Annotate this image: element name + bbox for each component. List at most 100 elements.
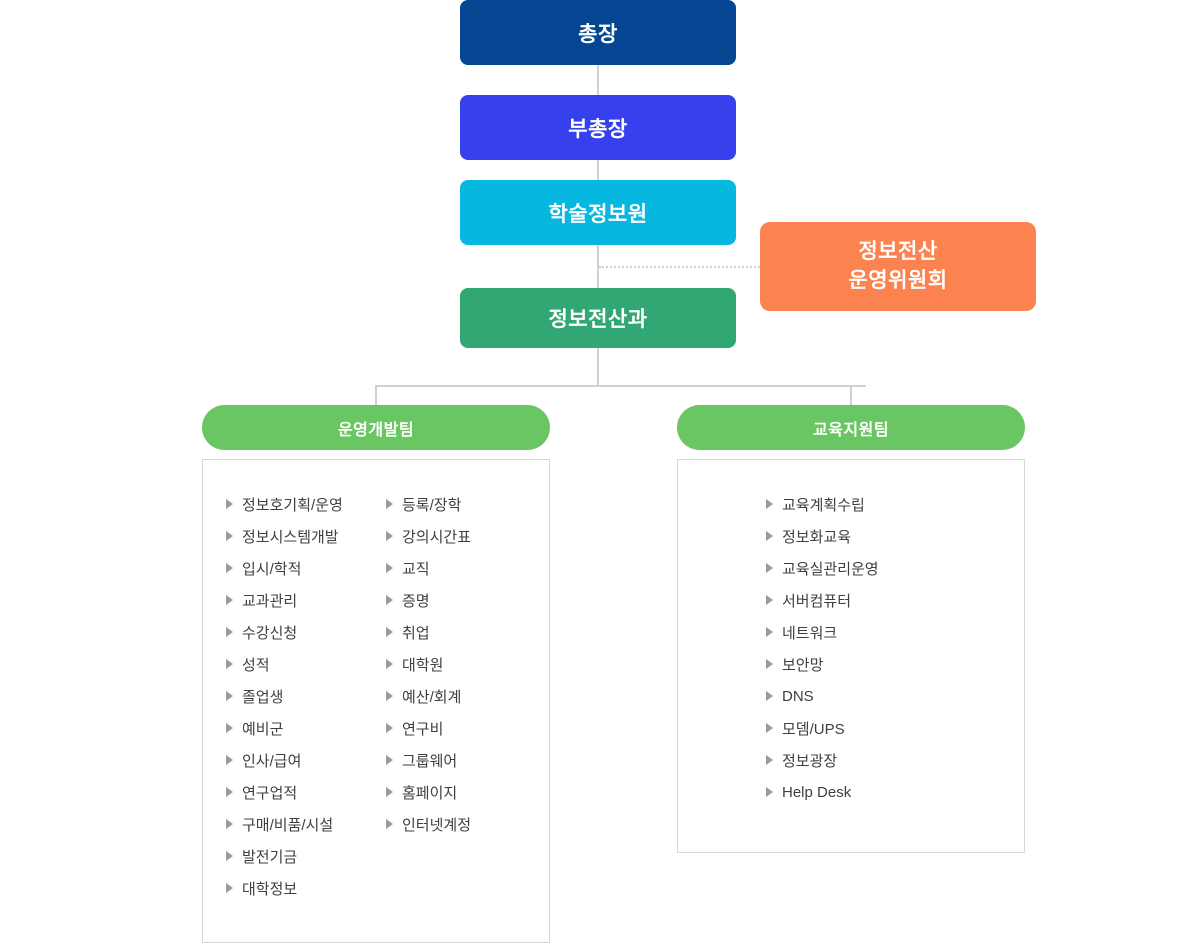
list-item[interactable]: 인사/급여 — [226, 744, 386, 776]
connector-split-bar — [376, 385, 866, 387]
list-item[interactable]: 그룹웨어 — [386, 744, 526, 776]
triangle-bullet-icon — [226, 659, 233, 669]
list-item-label: 교육계획수립 — [782, 496, 865, 514]
team-header-education[interactable]: 교육지원팀 — [677, 405, 1025, 450]
triangle-bullet-icon — [386, 563, 393, 573]
triangle-bullet-icon — [226, 531, 233, 541]
list-item-label: 정보화교육 — [782, 528, 852, 546]
list-item-label: 교과관리 — [242, 592, 298, 610]
triangle-bullet-icon — [386, 499, 393, 509]
node-president[interactable]: 총장 — [460, 0, 736, 65]
list-item[interactable]: 대학정보 — [226, 872, 386, 904]
team-header-operations-label: 운영개발팀 — [337, 421, 415, 439]
list-item[interactable]: 인터넷계정 — [386, 808, 526, 840]
node-committee-label-line1: 정보전산 — [858, 240, 938, 264]
list-item-label: 졸업생 — [242, 688, 284, 706]
list-item-label: 성적 — [242, 656, 270, 674]
list-item-label: DNS — [782, 687, 814, 705]
list-item-label: Help Desk — [782, 783, 852, 801]
triangle-bullet-icon — [226, 595, 233, 605]
connector-vice-to-institute — [597, 160, 599, 180]
list-item[interactable]: 취업 — [386, 616, 526, 648]
list-item[interactable]: 입시/학적 — [226, 552, 386, 584]
list-item[interactable]: Help Desk — [766, 776, 936, 808]
team-header-operations[interactable]: 운영개발팀 — [202, 405, 550, 450]
list-item-label: 네트워크 — [782, 624, 838, 642]
list-item[interactable]: 보안망 — [766, 648, 936, 680]
triangle-bullet-icon — [766, 563, 773, 573]
list-item[interactable]: 서버컴퓨터 — [766, 584, 936, 616]
triangle-bullet-icon — [766, 787, 773, 797]
triangle-bullet-icon — [386, 755, 393, 765]
triangle-bullet-icon — [386, 723, 393, 733]
list-item-label: 인사/급여 — [242, 752, 302, 770]
list-item[interactable]: 교직 — [386, 552, 526, 584]
list-item-label: 홈페이지 — [402, 784, 458, 802]
node-department[interactable]: 정보전산과 — [460, 288, 736, 348]
triangle-bullet-icon — [226, 787, 233, 797]
triangle-bullet-icon — [386, 595, 393, 605]
list-item[interactable]: 등록/장학 — [386, 488, 526, 520]
node-institute[interactable]: 학술정보원 — [460, 180, 736, 245]
list-item[interactable]: 졸업생 — [226, 680, 386, 712]
triangle-bullet-icon — [766, 691, 773, 701]
connector-institute-to-department — [597, 245, 599, 288]
list-item[interactable]: 교육실관리운영 — [766, 552, 936, 584]
list-item[interactable]: 정보호기획/운영 — [226, 488, 386, 520]
list-item[interactable]: 연구비 — [386, 712, 526, 744]
list-item-label: 교직 — [402, 560, 430, 578]
node-department-label: 정보전산과 — [548, 308, 648, 331]
list-item[interactable]: 구매/비품/시설 — [226, 808, 386, 840]
list-item[interactable]: 연구업적 — [226, 776, 386, 808]
list-item-label: 보안망 — [782, 656, 824, 674]
list-item[interactable]: 예비군 — [226, 712, 386, 744]
node-institute-label: 학술정보원 — [548, 202, 648, 226]
list-item[interactable]: 수강신청 — [226, 616, 386, 648]
node-committee[interactable]: 정보전산 운영위원회 — [760, 222, 1036, 311]
list-item[interactable]: 성적 — [226, 648, 386, 680]
list-item-label: 연구업적 — [242, 784, 298, 802]
list-item[interactable]: 정보광장 — [766, 744, 936, 776]
node-vice-president[interactable]: 부총장 — [460, 95, 736, 160]
list-item-label: 대학원 — [402, 656, 444, 674]
list-item-label: 정보호기획/운영 — [242, 496, 343, 514]
list-item-label: 그룹웨어 — [402, 752, 458, 770]
list-item[interactable]: 교과관리 — [226, 584, 386, 616]
triangle-bullet-icon — [226, 499, 233, 509]
triangle-bullet-icon — [386, 627, 393, 637]
triangle-bullet-icon — [386, 819, 393, 829]
node-vice-president-label: 부총장 — [568, 117, 628, 141]
list-item[interactable]: 증명 — [386, 584, 526, 616]
list-item[interactable]: 교육계획수립 — [766, 488, 936, 520]
list-item[interactable]: 모뎀/UPS — [766, 712, 936, 744]
list-item-label: 대학정보 — [242, 880, 298, 898]
triangle-bullet-icon — [766, 627, 773, 637]
list-item[interactable]: 홈페이지 — [386, 776, 526, 808]
triangle-bullet-icon — [226, 723, 233, 733]
list-item-label: 구매/비품/시설 — [242, 816, 334, 834]
list-item-label: 정보시스템개발 — [242, 528, 339, 546]
triangle-bullet-icon — [766, 755, 773, 765]
list-item[interactable]: 정보시스템개발 — [226, 520, 386, 552]
list-item-label: 서버컴퓨터 — [782, 592, 852, 610]
list-item-label: 강의시간표 — [402, 528, 472, 546]
connector-department-to-committee — [599, 266, 760, 268]
triangle-bullet-icon — [386, 691, 393, 701]
list-item[interactable]: 대학원 — [386, 648, 526, 680]
connector-department-to-split — [597, 348, 599, 386]
triangle-bullet-icon — [226, 883, 233, 893]
list-item-label: 발전기금 — [242, 848, 298, 866]
list-item[interactable]: 강의시간표 — [386, 520, 526, 552]
list-item-label: 수강신청 — [242, 624, 298, 642]
list-item[interactable]: 예산/회계 — [386, 680, 526, 712]
list-item[interactable]: DNS — [766, 680, 936, 712]
triangle-bullet-icon — [766, 723, 773, 733]
list-item[interactable]: 네트워크 — [766, 616, 936, 648]
list-item[interactable]: 정보화교육 — [766, 520, 936, 552]
list-item[interactable]: 발전기금 — [226, 840, 386, 872]
triangle-bullet-icon — [226, 563, 233, 573]
list-item-label: 증명 — [402, 592, 430, 610]
